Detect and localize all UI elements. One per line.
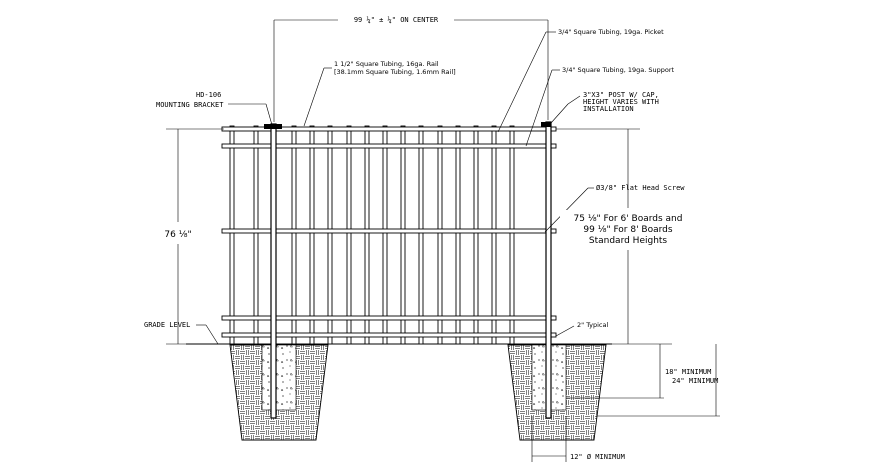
typical-label: 2" Typical (577, 321, 608, 329)
callouts: 3/4" Square Tubing, 19ga. Picket 1 1/2" … (144, 28, 696, 345)
posts (264, 121, 552, 419)
post-label-2: HEIGHT VARIES WITH (583, 98, 659, 106)
picket (253, 125, 259, 345)
picket (291, 125, 297, 345)
dia-min-label: 12" Ø MINIMUM (570, 453, 625, 461)
footing-dimensions: 18" MINIMUM 24" MINIMUM 12" Ø MINIMUM (531, 343, 720, 462)
board-height-dimension (556, 128, 640, 344)
picket (229, 125, 235, 345)
picket (364, 125, 370, 345)
min-24-label: 24" MINIMUM (672, 377, 718, 385)
right-footing (507, 344, 607, 441)
screw-label: Ø3/8" Flat Head Screw (596, 184, 685, 192)
boards-label-3: Standard Heights (589, 236, 668, 246)
post-label-3: INSTALLATION (583, 105, 634, 113)
post-label-1: 3"X3" POST W/ CAP, (583, 91, 659, 99)
picket (473, 125, 479, 345)
picket (455, 125, 461, 345)
grade-label: GRADE LEVEL (144, 321, 190, 329)
rail-label-1: 1 1/2" Square Tubing, 16ga. Rail (334, 60, 439, 68)
picket (309, 125, 315, 345)
boards-label-1: 75 ⅛" For 6' Boards and (574, 214, 683, 224)
picket (327, 125, 333, 345)
height-label: 76 ⅛" (164, 230, 191, 240)
on-center-label: 99 ¼" ± ¼" ON CENTER (354, 16, 439, 24)
picket (509, 125, 515, 345)
min-18-label: 18" MINIMUM (665, 368, 711, 376)
pickets (229, 125, 515, 345)
picket (491, 125, 497, 345)
boards-label-2: 99 ⅛" For 8' Boards (583, 225, 672, 235)
picket (418, 125, 424, 345)
height-dimension: 76 ⅛" (164, 128, 224, 345)
picket (382, 125, 388, 345)
rail-label-2: [38.1mm Square Tubing, 1.6mm Rail] (334, 68, 456, 76)
picket (400, 125, 406, 345)
picket (437, 125, 443, 345)
bracket-label-1: HD-106 (196, 91, 221, 99)
on-center-dimension: 99 ¼" ± ¼" ON CENTER (273, 14, 549, 122)
picket (346, 125, 352, 345)
bracket-label-2: MOUNTING BRACKET (156, 101, 224, 109)
left-footing (229, 344, 329, 441)
picket-label: 3/4" Square Tubing, 19ga. Picket (558, 28, 664, 36)
support-label: 3/4" Square Tubing, 19ga. Support (562, 66, 675, 74)
